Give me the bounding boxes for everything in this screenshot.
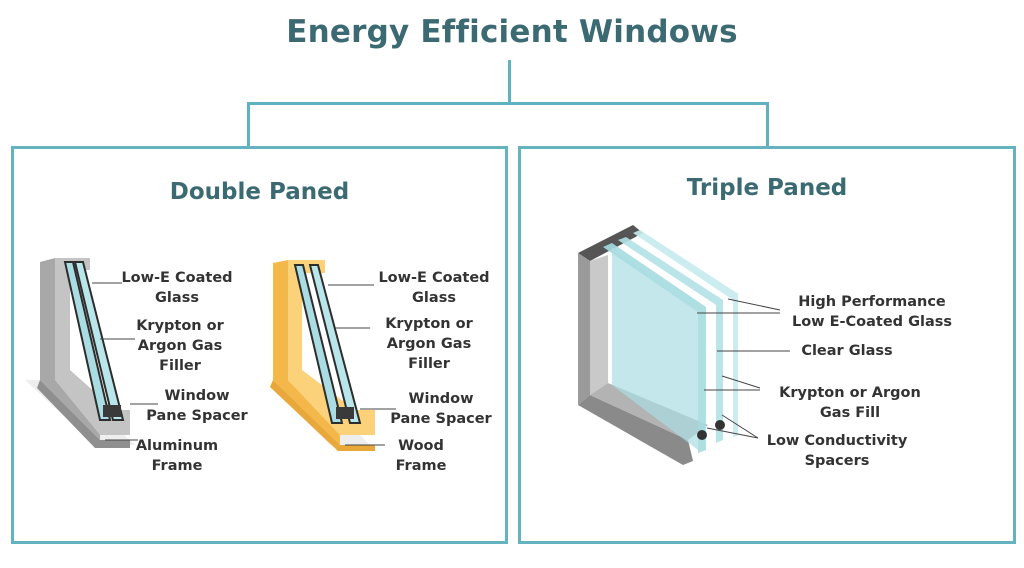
- label-aluminum-frame: Aluminum Frame: [135, 438, 219, 474]
- label-wood-spacer: Window Pane Spacer: [390, 391, 492, 427]
- label-aluminum-low-e-glass: Low-E Coated Glass: [121, 270, 233, 306]
- triple-paned-title: Triple Paned: [686, 175, 848, 201]
- triple-window-illustration: [578, 225, 738, 465]
- double-paned-title: Double Paned: [169, 179, 350, 205]
- connector-right-drop: [766, 102, 769, 148]
- frame-side: [273, 260, 340, 445]
- connector-stem: [508, 60, 511, 104]
- frame-front: [55, 258, 130, 435]
- double-paned-panel: Double Paned: [11, 146, 508, 544]
- spacer: [715, 420, 725, 430]
- frame-bottom: [578, 395, 693, 465]
- connector-left-drop: [247, 102, 250, 148]
- spacer: [697, 430, 707, 440]
- label-aluminum-gas-filler: Krypton or Argon Gas Filler: [136, 318, 224, 374]
- glass-pane-middle: [618, 237, 723, 443]
- glass-pane-front: [603, 243, 706, 453]
- label-aluminum-spacer: Window Pane Spacer: [146, 388, 248, 424]
- label-wood-frame: Wood Frame: [395, 438, 447, 474]
- glass-pane-back: [633, 230, 738, 437]
- diagram-title: Energy Efficient Windows: [286, 14, 738, 50]
- aluminum-double-window-illustration: [25, 258, 135, 448]
- frame-bottom: [37, 380, 130, 448]
- aluminum-leader-lines: [92, 282, 158, 441]
- connector-bar: [247, 102, 769, 105]
- wood-leader-lines: [328, 284, 396, 446]
- label-wood-low-e-glass: Low-E Coated Glass: [378, 270, 490, 306]
- label-clear-glass: Clear Glass: [801, 343, 893, 359]
- label-high-performance-glass: High Performance Low E-Coated Glass: [791, 294, 953, 330]
- glass-pane-2: [308, 264, 362, 424]
- triple-paned-panel: Triple Paned: [518, 146, 1016, 544]
- glass-front-face: [612, 247, 698, 450]
- frame-inner-side: [590, 255, 608, 395]
- frame-front: [288, 260, 375, 435]
- glass-pane-1: [63, 261, 112, 421]
- frame-side: [578, 253, 590, 405]
- spacer: [336, 407, 354, 419]
- label-gas-fill: Krypton or Argon Gas Fill: [779, 385, 921, 421]
- glass-pane-2: [73, 261, 125, 421]
- glass-pane-1: [293, 264, 344, 424]
- frame-top: [578, 225, 643, 261]
- label-spacers: Low Conductivity Spacers: [766, 433, 908, 469]
- spacer: [103, 405, 121, 417]
- wood-double-window-illustration: [270, 260, 375, 451]
- label-wood-gas-filler: Krypton or Argon Gas Filler: [385, 316, 473, 372]
